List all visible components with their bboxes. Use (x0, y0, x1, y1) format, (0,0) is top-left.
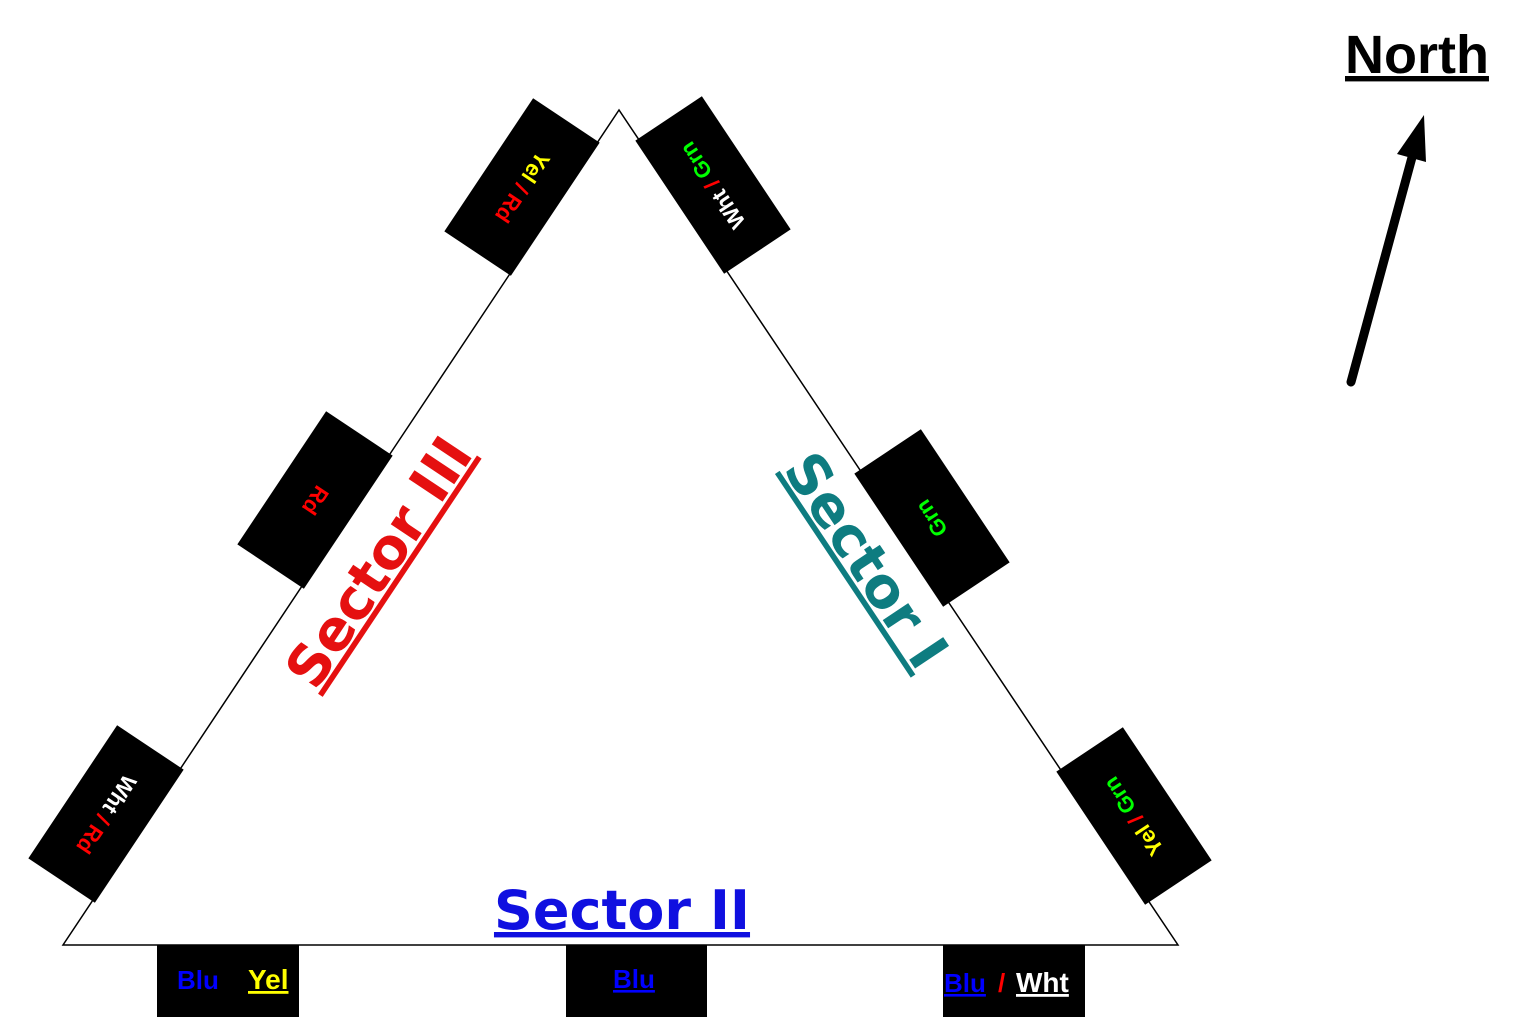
wire-box-left-bottom: Wht / Rd (28, 725, 184, 903)
sector-two-label: Sector II (494, 879, 750, 942)
wire-box-right-bottom: Yel / Grn (1056, 727, 1212, 905)
north-arrow-icon (1346, 115, 1426, 387)
svg-text:Wht / Grn: Wht / Grn (675, 137, 751, 233)
wire-box-bottom-mid: Blu (566, 945, 707, 1017)
wire-label-blu: Blu (177, 965, 219, 995)
wire-box-bottom-right: Blu / Wht (943, 945, 1085, 1017)
wire-label-blu: Blu (613, 964, 655, 994)
wire-box-left-mid: Rd (237, 411, 393, 589)
sector-triangle (61, 108, 1180, 946)
wire-label-wht: Wht (1016, 967, 1069, 998)
wire-box-left-top: Yel / Rd (444, 98, 600, 276)
wire-separator: / (998, 968, 1005, 998)
wire-label-yel: Yel (248, 964, 288, 995)
wire-box-bottom-left: Blu Yel (157, 945, 299, 1017)
wire-box-right-top: Wht / Grn (635, 96, 791, 274)
north-label: North (1345, 25, 1489, 85)
wire-label-blu: Blu (944, 968, 986, 998)
wire-box-right-mid: Grn (854, 429, 1010, 607)
